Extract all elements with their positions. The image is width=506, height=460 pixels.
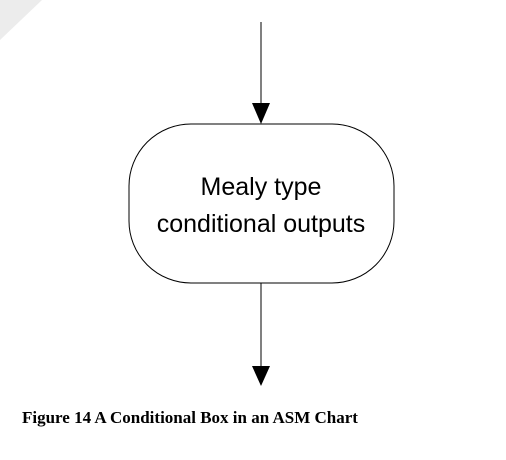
incoming-arrow-head bbox=[252, 103, 270, 124]
box-text-line-1: Mealy type bbox=[201, 173, 322, 201]
box-text-line-2: conditional outputs bbox=[157, 210, 365, 238]
conditional-box bbox=[128, 123, 395, 284]
outgoing-arrow-head bbox=[252, 366, 270, 386]
figure-caption: Figure 14 A Conditional Box in an ASM Ch… bbox=[22, 408, 358, 427]
corner-decoration bbox=[0, 0, 42, 40]
